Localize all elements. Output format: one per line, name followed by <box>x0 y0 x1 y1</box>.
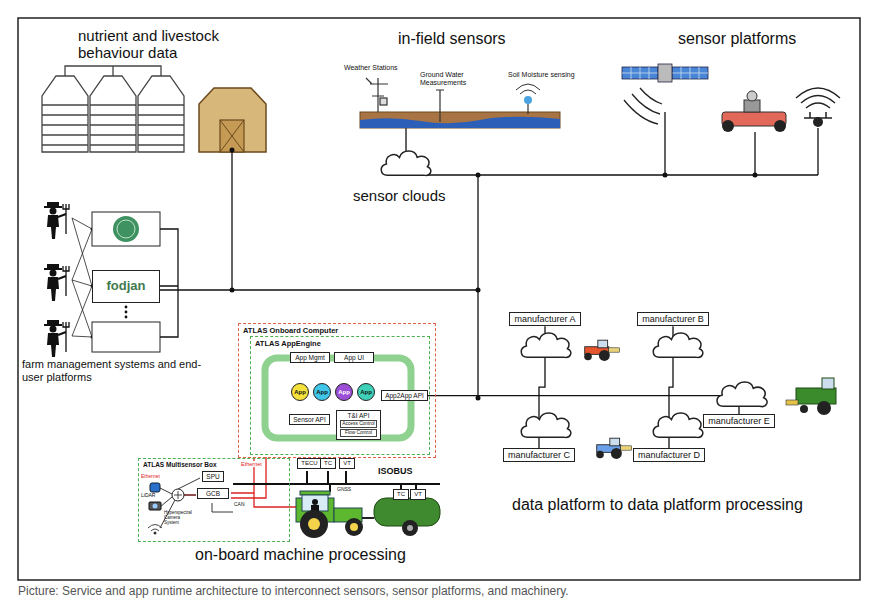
app-circle: App <box>357 383 375 401</box>
api-box: App UI <box>334 352 374 363</box>
node-text: manufacturer A <box>513 314 577 324</box>
node-text: manufacturer D <box>637 450 701 460</box>
section-title: sensor platforms <box>678 30 796 48</box>
node-text: T&I API <box>340 412 377 419</box>
node-text: TECU <box>301 460 318 467</box>
node-text: VT <box>414 491 422 498</box>
node-text: App <box>294 389 306 395</box>
node-text: GCB <box>201 490 225 497</box>
node-text: App Mgmt <box>294 354 326 361</box>
node-text: manufacturer B <box>641 314 705 324</box>
node-text: App2App API <box>385 392 424 399</box>
connector <box>428 396 739 414</box>
node-text: ATLAS Onboard Computer <box>243 326 431 335</box>
wire-label: Ethernet <box>240 461 263 467</box>
node-text: manufacturer C <box>507 450 571 460</box>
manufacturer-box: manufacturer E <box>703 414 775 428</box>
sensor-label: Weather Stations <box>344 64 398 72</box>
platform-box: fodjan <box>92 270 160 303</box>
section-title: farm management systems and end-user pla… <box>22 358 212 383</box>
node-text: fodjan <box>107 279 146 294</box>
node-text: SPU <box>206 473 220 480</box>
sensor-label: Soil Moisture sensing <box>508 71 575 79</box>
manufacturer-box: manufacturer B <box>637 312 709 326</box>
bus-label: ISOBUS <box>378 466 413 476</box>
unit-box: GCB <box>197 488 229 499</box>
wire-label: Ethernet <box>141 474 160 480</box>
onboard-computer: ATLAS Onboard ComputerATLAS AppEngineApp… <box>238 323 436 458</box>
api-box: T&I APIAccess ControlFlow Control <box>336 410 381 440</box>
node-text: App <box>360 389 372 395</box>
node-text: manufacturer E <box>707 416 771 426</box>
node-text: App UI <box>338 354 370 361</box>
api-box: App Mgmt <box>290 352 330 363</box>
node-detail: Flow Control <box>340 429 377 437</box>
node-text: App <box>316 389 328 395</box>
node-detail: Access Control <box>340 420 377 428</box>
section-title: on-board machine processing <box>195 546 406 564</box>
node-text: TC <box>397 491 405 498</box>
manufacturer-box: manufacturer C <box>503 448 575 462</box>
manufacturer-box: manufacturer D <box>633 448 705 462</box>
section-title: in-field sensors <box>398 30 506 48</box>
device-label: Hyperspectral Camera System <box>164 510 196 526</box>
section-title: nutrient and livestock behaviour data <box>78 27 278 62</box>
ecu-box: TC <box>393 489 409 500</box>
api-box: App2App API <box>381 390 428 401</box>
multisensor-box: ATLAS Multisensor BoxSPU GCB <box>138 458 290 542</box>
caption: Picture: Service and app runtime archite… <box>18 585 569 599</box>
wire-label: CAN <box>234 502 245 508</box>
device-label: LiDAR <box>141 493 155 499</box>
node-text: ATLAS Multisensor Box <box>143 461 285 468</box>
section-title: sensor clouds <box>353 187 446 204</box>
section-title: data platform to data platform processin… <box>512 496 803 514</box>
node-text: TC <box>324 460 332 467</box>
manufacturer-box: manufacturer A <box>509 312 581 326</box>
ecu-box: VT <box>410 489 426 500</box>
node-text: Sensor API <box>293 416 326 423</box>
app-circle: App <box>291 383 309 401</box>
node-text: App <box>338 389 350 395</box>
device-label: GNSS <box>336 487 352 493</box>
app-circle: App <box>313 383 331 401</box>
ecu-box: TC <box>320 458 336 469</box>
node-text: ATLAS AppEngine <box>255 339 425 348</box>
app-circle: App <box>335 383 353 401</box>
ecu-box: VT <box>339 458 355 469</box>
node-text: VT <box>343 460 351 467</box>
sensor-label: Ground Water Measurements <box>420 71 476 87</box>
ecu-box: TECU <box>297 458 322 469</box>
unit-box: SPU <box>202 471 224 482</box>
app-engine: ATLAS AppEngineApp MgmtApp UIAppAppAppAp… <box>250 336 430 455</box>
api-box: Sensor API <box>289 414 330 425</box>
